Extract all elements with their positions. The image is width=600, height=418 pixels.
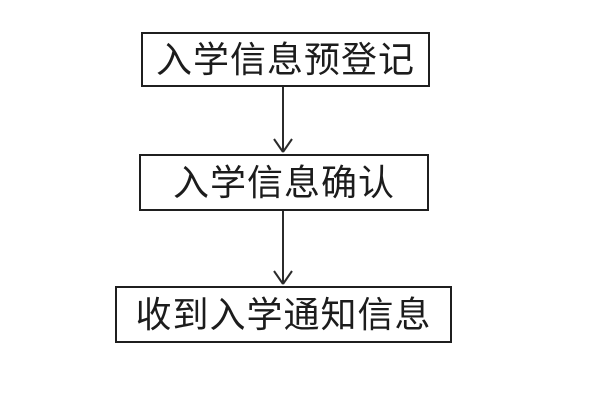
flow-node-label: 入学信息确认 [172, 162, 395, 203]
flow-node-pre-registration: 入学信息预登记 [141, 32, 430, 87]
flow-node-label: 收到入学通知信息 [135, 294, 432, 335]
down-arrow-icon [273, 87, 293, 153]
flow-node-confirmation: 入学信息确认 [139, 154, 429, 211]
down-arrow-icon [273, 211, 293, 285]
flow-node-label: 入学信息预登记 [155, 39, 415, 80]
flow-node-notice-received: 收到入学通知信息 [115, 286, 452, 343]
